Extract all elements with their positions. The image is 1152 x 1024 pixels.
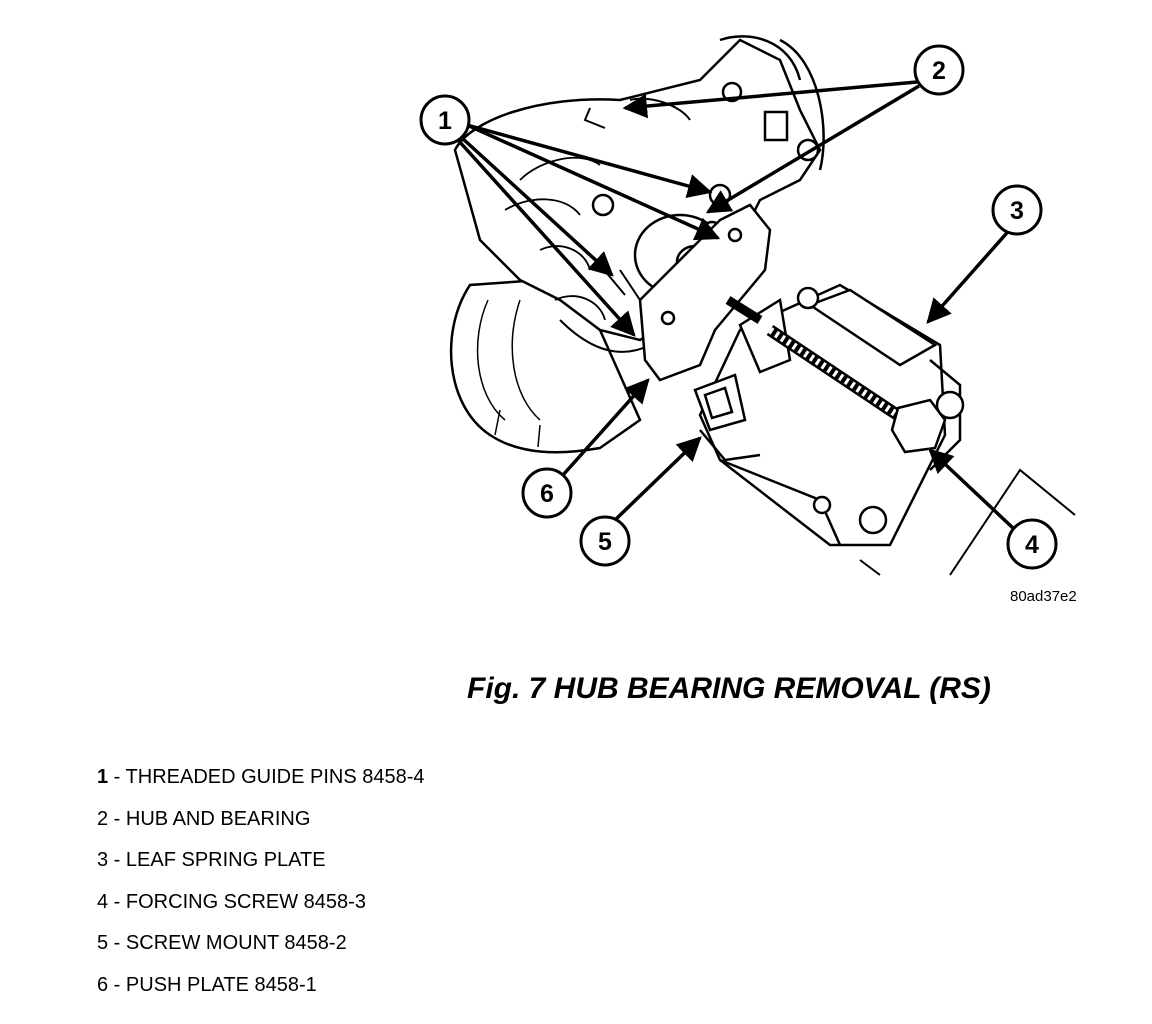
hub-bearing-removal-illustration: 1 2 3 4 5 6 xyxy=(419,35,1076,576)
leader-lines xyxy=(456,80,1015,530)
legend-item: 2 - HUB AND BEARING xyxy=(97,805,425,847)
legend-text: HUB AND BEARING xyxy=(125,807,311,830)
legend-number: 2 xyxy=(97,807,109,830)
legend-number: 6 xyxy=(97,973,109,996)
legend-separator: - xyxy=(108,807,126,830)
callout-6: 6 xyxy=(521,467,573,519)
callout-4-label: 4 xyxy=(1025,531,1039,559)
legend-number: 3 xyxy=(97,849,109,872)
axle-housing-lines xyxy=(859,468,1076,576)
callout-6-label: 6 xyxy=(540,480,554,508)
legend-text: LEAF SPRING PLATE xyxy=(125,849,326,872)
legend-number: 5 xyxy=(97,932,109,955)
callout-3: 3 xyxy=(991,184,1043,236)
callout-1: 1 xyxy=(419,94,471,146)
callout-5-label: 5 xyxy=(598,528,612,556)
callout-2-label: 2 xyxy=(932,57,946,85)
legend-separator: - xyxy=(108,849,126,872)
legend-number: 1 xyxy=(97,766,109,788)
legend-text: SCREW MOUNT 8458-2 xyxy=(125,932,347,955)
dust-shield xyxy=(449,278,642,454)
legend-separator: - xyxy=(108,766,126,788)
legend-item: 3 - LEAF SPRING PLATE xyxy=(97,846,425,888)
callout-4: 4 xyxy=(1006,518,1058,570)
callout-3-label: 3 xyxy=(1010,197,1024,225)
legend-text: THREADED GUIDE PINS 8458-4 xyxy=(125,766,425,788)
legend-item: 5 - SCREW MOUNT 8458-2 xyxy=(97,929,425,971)
legend-separator: - xyxy=(108,890,126,913)
callout-5: 5 xyxy=(579,515,631,567)
forcing-screw xyxy=(725,296,947,454)
legend-item: 6 - PUSH PLATE 8458-1 xyxy=(97,971,425,1013)
legend-number: 4 xyxy=(97,890,109,913)
legend-separator: - xyxy=(108,932,126,955)
legend-text: PUSH PLATE 8458-1 xyxy=(125,973,317,996)
figure-title: Fig. 7 HUB BEARING REMOVAL (RS) xyxy=(467,672,991,705)
callout-1-label: 1 xyxy=(438,107,452,135)
legend-text: FORCING SCREW 8458-3 xyxy=(125,890,366,913)
legend-item: 1 - THREADED GUIDE PINS 8458-4 xyxy=(97,763,425,805)
legend-list: 1 - THREADED GUIDE PINS 8458-4 2 - HUB A… xyxy=(97,763,425,1013)
legend-separator: - xyxy=(108,973,126,996)
legend-item: 4 - FORCING SCREW 8458-3 xyxy=(97,888,425,930)
callout-2: 2 xyxy=(913,44,965,96)
push-plate xyxy=(599,203,772,382)
image-reference-code: 80ad37e2 xyxy=(1010,588,1077,605)
